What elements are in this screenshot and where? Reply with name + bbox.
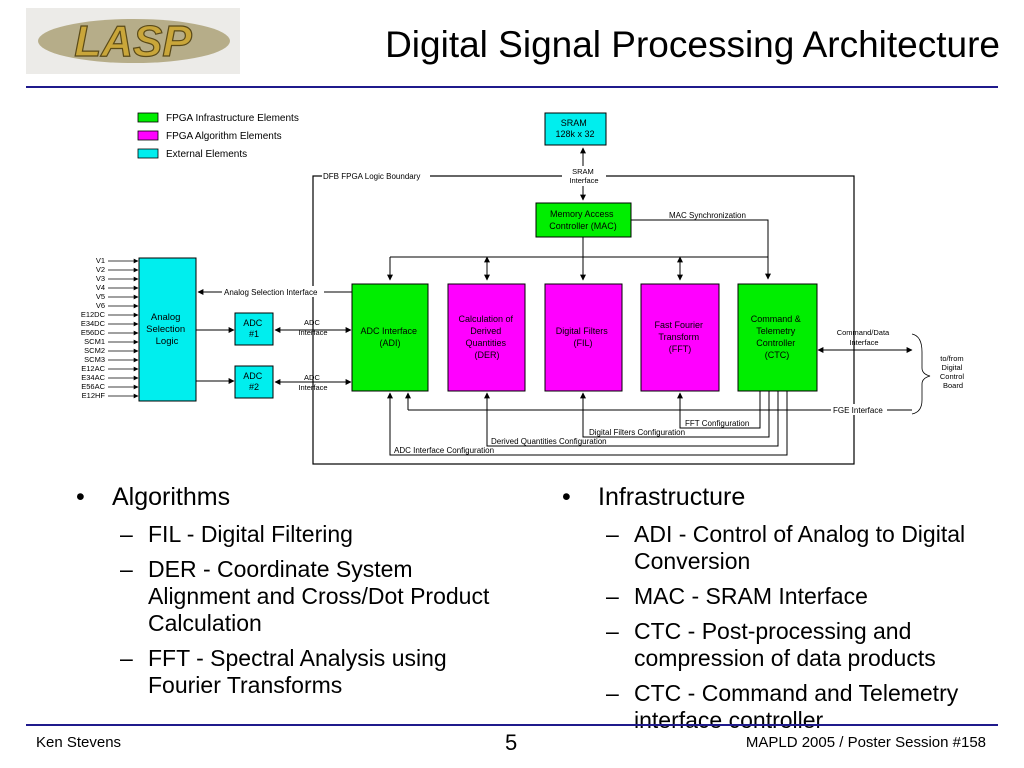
adc2-label: ADC #2 bbox=[243, 371, 265, 392]
page-title: Digital Signal Processing Architecture bbox=[385, 24, 1000, 65]
mac-label: Memory Access Controller (MAC) bbox=[549, 209, 617, 231]
svg-text:V4: V4 bbox=[96, 283, 105, 292]
fil-label: Digital Filters (FIL) bbox=[556, 326, 611, 348]
legend-label-algorithm: FPGA Algorithm Elements bbox=[166, 131, 282, 142]
boundary-label: DFB FPGA Logic Boundary bbox=[323, 172, 420, 181]
svg-text:SCM1: SCM1 bbox=[84, 337, 105, 346]
adc2-block bbox=[234, 365, 274, 399]
infrastructure-item: CTC - Post-processing and compression of… bbox=[562, 618, 1002, 672]
footer-rule bbox=[26, 724, 998, 726]
svg-text:V2: V2 bbox=[96, 265, 105, 274]
analog-selection-block bbox=[138, 257, 197, 402]
adc1-interface-label: ADC Interface bbox=[298, 318, 327, 337]
logo-text: LASP bbox=[74, 17, 192, 66]
command-data-interface-label: Command/Data Interface bbox=[837, 328, 892, 347]
input-signals: V1 V2 V3 V4 V5 V6 E12DC E34DC E56DC SCM1… bbox=[81, 256, 106, 400]
footer-author: Ken Stevens bbox=[36, 734, 122, 751]
fft-label: Fast Fourier Transform (FFT) bbox=[654, 320, 705, 354]
svg-text:SCM3: SCM3 bbox=[84, 355, 105, 364]
svg-text:E34DC: E34DC bbox=[81, 319, 106, 328]
adc1-block bbox=[234, 312, 274, 346]
sram-block bbox=[544, 112, 607, 146]
infrastructure-heading: Infrastructure bbox=[562, 484, 1002, 512]
mac-block bbox=[535, 202, 632, 238]
algorithm-item: FIL - Digital Filtering bbox=[76, 521, 506, 548]
svg-text:SCM2: SCM2 bbox=[84, 346, 105, 355]
infrastructure-column: Infrastructure ADI - Control of Analog t… bbox=[562, 484, 1002, 742]
infrastructure-item: ADI - Control of Analog to Digital Conve… bbox=[562, 521, 1002, 575]
header-rule bbox=[26, 86, 998, 88]
mac-sync-label: MAC Synchronization bbox=[669, 211, 746, 220]
svg-text:E56DC: E56DC bbox=[81, 328, 106, 337]
adi-label: ADC Interface (ADI) bbox=[360, 326, 419, 348]
architecture-diagram: FPGA Infrastructure Elements FPGA Algori… bbox=[81, 112, 966, 465]
analog-selection-label: Analog Selection Logic bbox=[146, 312, 188, 347]
algorithms-column: Algorithms FIL - Digital Filtering DER -… bbox=[76, 484, 506, 707]
fge-interface-label: FGE Interface bbox=[833, 406, 883, 415]
svg-text:E34AC: E34AC bbox=[81, 373, 105, 382]
legend-swatch-external bbox=[137, 148, 159, 159]
legend-swatch-algorithm bbox=[137, 130, 159, 141]
svg-text:E12AC: E12AC bbox=[81, 364, 105, 373]
svg-text:E12HF: E12HF bbox=[82, 391, 106, 400]
algorithm-item: DER - Coordinate System Alignment and Cr… bbox=[76, 556, 506, 637]
adi-config-label: ADC Interface Configuration bbox=[394, 446, 494, 455]
page-number: 5 bbox=[505, 730, 518, 755]
footer-conference: MAPLD 2005 / Poster Session #158 bbox=[745, 734, 986, 751]
svg-text:V6: V6 bbox=[96, 301, 105, 310]
algorithms-heading: Algorithms bbox=[76, 484, 506, 512]
fil-config-label: Digital Filters Configuration bbox=[589, 428, 685, 437]
fil-block bbox=[544, 283, 623, 392]
svg-text:V5: V5 bbox=[96, 292, 105, 301]
ctc-label: Command & Telemetry Controller (CTC) bbox=[751, 314, 804, 360]
legend: FPGA Infrastructure Elements FPGA Algori… bbox=[137, 112, 299, 160]
sram-label: SRAM 128k x 32 bbox=[555, 118, 594, 139]
analog-selection-interface-label: Analog Selection Interface bbox=[224, 288, 318, 297]
svg-text:E56AC: E56AC bbox=[81, 382, 105, 391]
adi-block bbox=[351, 283, 429, 392]
der-block bbox=[447, 283, 526, 392]
infrastructure-item: CTC - Command and Telemetry interface co… bbox=[562, 680, 1002, 734]
svg-text:E12DC: E12DC bbox=[81, 310, 106, 319]
der-label: Calculation of Derived Quantities (DER) bbox=[458, 314, 515, 360]
algorithm-item: FFT - Spectral Analysis using Fourier Tr… bbox=[76, 645, 506, 699]
legend-label-infrastructure: FPGA Infrastructure Elements bbox=[166, 113, 299, 124]
adc2-interface-label: ADC Interface bbox=[298, 373, 327, 392]
fft-block bbox=[640, 283, 720, 392]
fft-config-label: FFT Configuration bbox=[685, 419, 749, 428]
infrastructure-item: MAC - SRAM Interface bbox=[562, 583, 1002, 610]
lasp-logo: LASP bbox=[26, 8, 240, 74]
adc1-label: ADC #1 bbox=[243, 318, 265, 339]
legend-label-external: External Elements bbox=[166, 149, 247, 160]
svg-text:V3: V3 bbox=[96, 274, 105, 283]
external-brace bbox=[911, 333, 931, 415]
der-config-label: Derived Quantities Configuration bbox=[491, 437, 607, 446]
legend-swatch-infrastructure bbox=[137, 112, 159, 123]
sram-interface-label: SRAM Interface bbox=[569, 167, 598, 185]
to-from-label: to/from Digital Control Board bbox=[940, 354, 966, 390]
ctc-block bbox=[737, 283, 818, 392]
svg-text:V1: V1 bbox=[96, 256, 105, 265]
